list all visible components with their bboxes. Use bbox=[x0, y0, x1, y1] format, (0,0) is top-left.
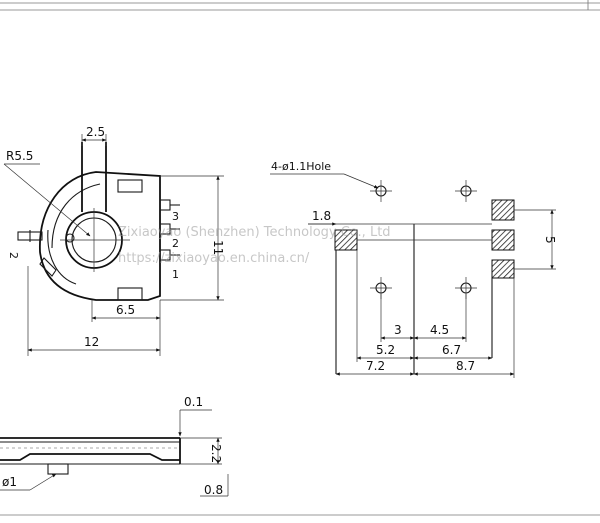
dim-body-height: 2.2 bbox=[209, 444, 223, 463]
dim-hole-pitch-b: 4.5 bbox=[430, 323, 449, 337]
hole-note: 4-ø1.1Hole bbox=[271, 160, 331, 173]
dim-pin-dia: ø1 bbox=[2, 475, 17, 489]
side-labels: 0.1 2.2 ø1 0.8 bbox=[2, 395, 223, 497]
front-dimensions bbox=[3, 134, 224, 356]
pin-label-2: 2 bbox=[172, 237, 179, 250]
watermark-company: Zixiaoyao (Shenzhen) Technology Co., Ltd bbox=[118, 225, 391, 240]
dim-row2-a: 5.2 bbox=[376, 343, 395, 357]
pin-label-left: 2 bbox=[7, 252, 20, 259]
pcb-labels: 4-ø1.1Hole 1.8 5 3 4.5 5.2 6.7 7.2 8.7 bbox=[271, 160, 557, 373]
dim-pad-pitch: 5 bbox=[543, 236, 557, 244]
pin-label-1: 1 bbox=[172, 268, 179, 281]
dim-hole-pitch-a: 3 bbox=[394, 323, 402, 337]
dim-radius: R5.5 bbox=[6, 149, 33, 163]
solder-pad bbox=[491, 199, 515, 221]
dim-top-width: 2.5 bbox=[86, 125, 105, 139]
dim-height: 11 bbox=[211, 240, 225, 255]
dim-pad-offset: 1.8 bbox=[312, 209, 331, 223]
pcb-layout bbox=[334, 180, 515, 374]
watermark: Zixiaoyao (Shenzhen) Technology Co., Ltd… bbox=[118, 225, 391, 266]
mount-hole bbox=[455, 180, 477, 202]
side-view bbox=[0, 437, 181, 475]
front-view bbox=[17, 142, 180, 301]
dim-row3-b: 8.7 bbox=[456, 359, 475, 373]
mount-hole bbox=[370, 180, 392, 202]
pin-label-3: 3 bbox=[172, 210, 179, 223]
dim-tab-width: 6.5 bbox=[116, 303, 135, 317]
watermark-url: https://zixiaoyao.en.china.cn/ bbox=[118, 251, 310, 266]
pcb-dimensions bbox=[270, 173, 556, 378]
solder-pad bbox=[491, 229, 515, 251]
side-dimensions bbox=[0, 409, 229, 497]
dim-row2-b: 6.7 bbox=[442, 343, 461, 357]
dim-row3-a: 7.2 bbox=[366, 359, 385, 373]
front-labels: 2.5 R5.5 11 6.5 12 3 2 1 2 bbox=[6, 125, 225, 349]
solder-pad bbox=[491, 259, 515, 279]
dim-overall-width: 12 bbox=[84, 335, 99, 349]
dim-pin-height: 0.8 bbox=[204, 483, 223, 497]
dim-clearance: 0.1 bbox=[184, 395, 203, 409]
